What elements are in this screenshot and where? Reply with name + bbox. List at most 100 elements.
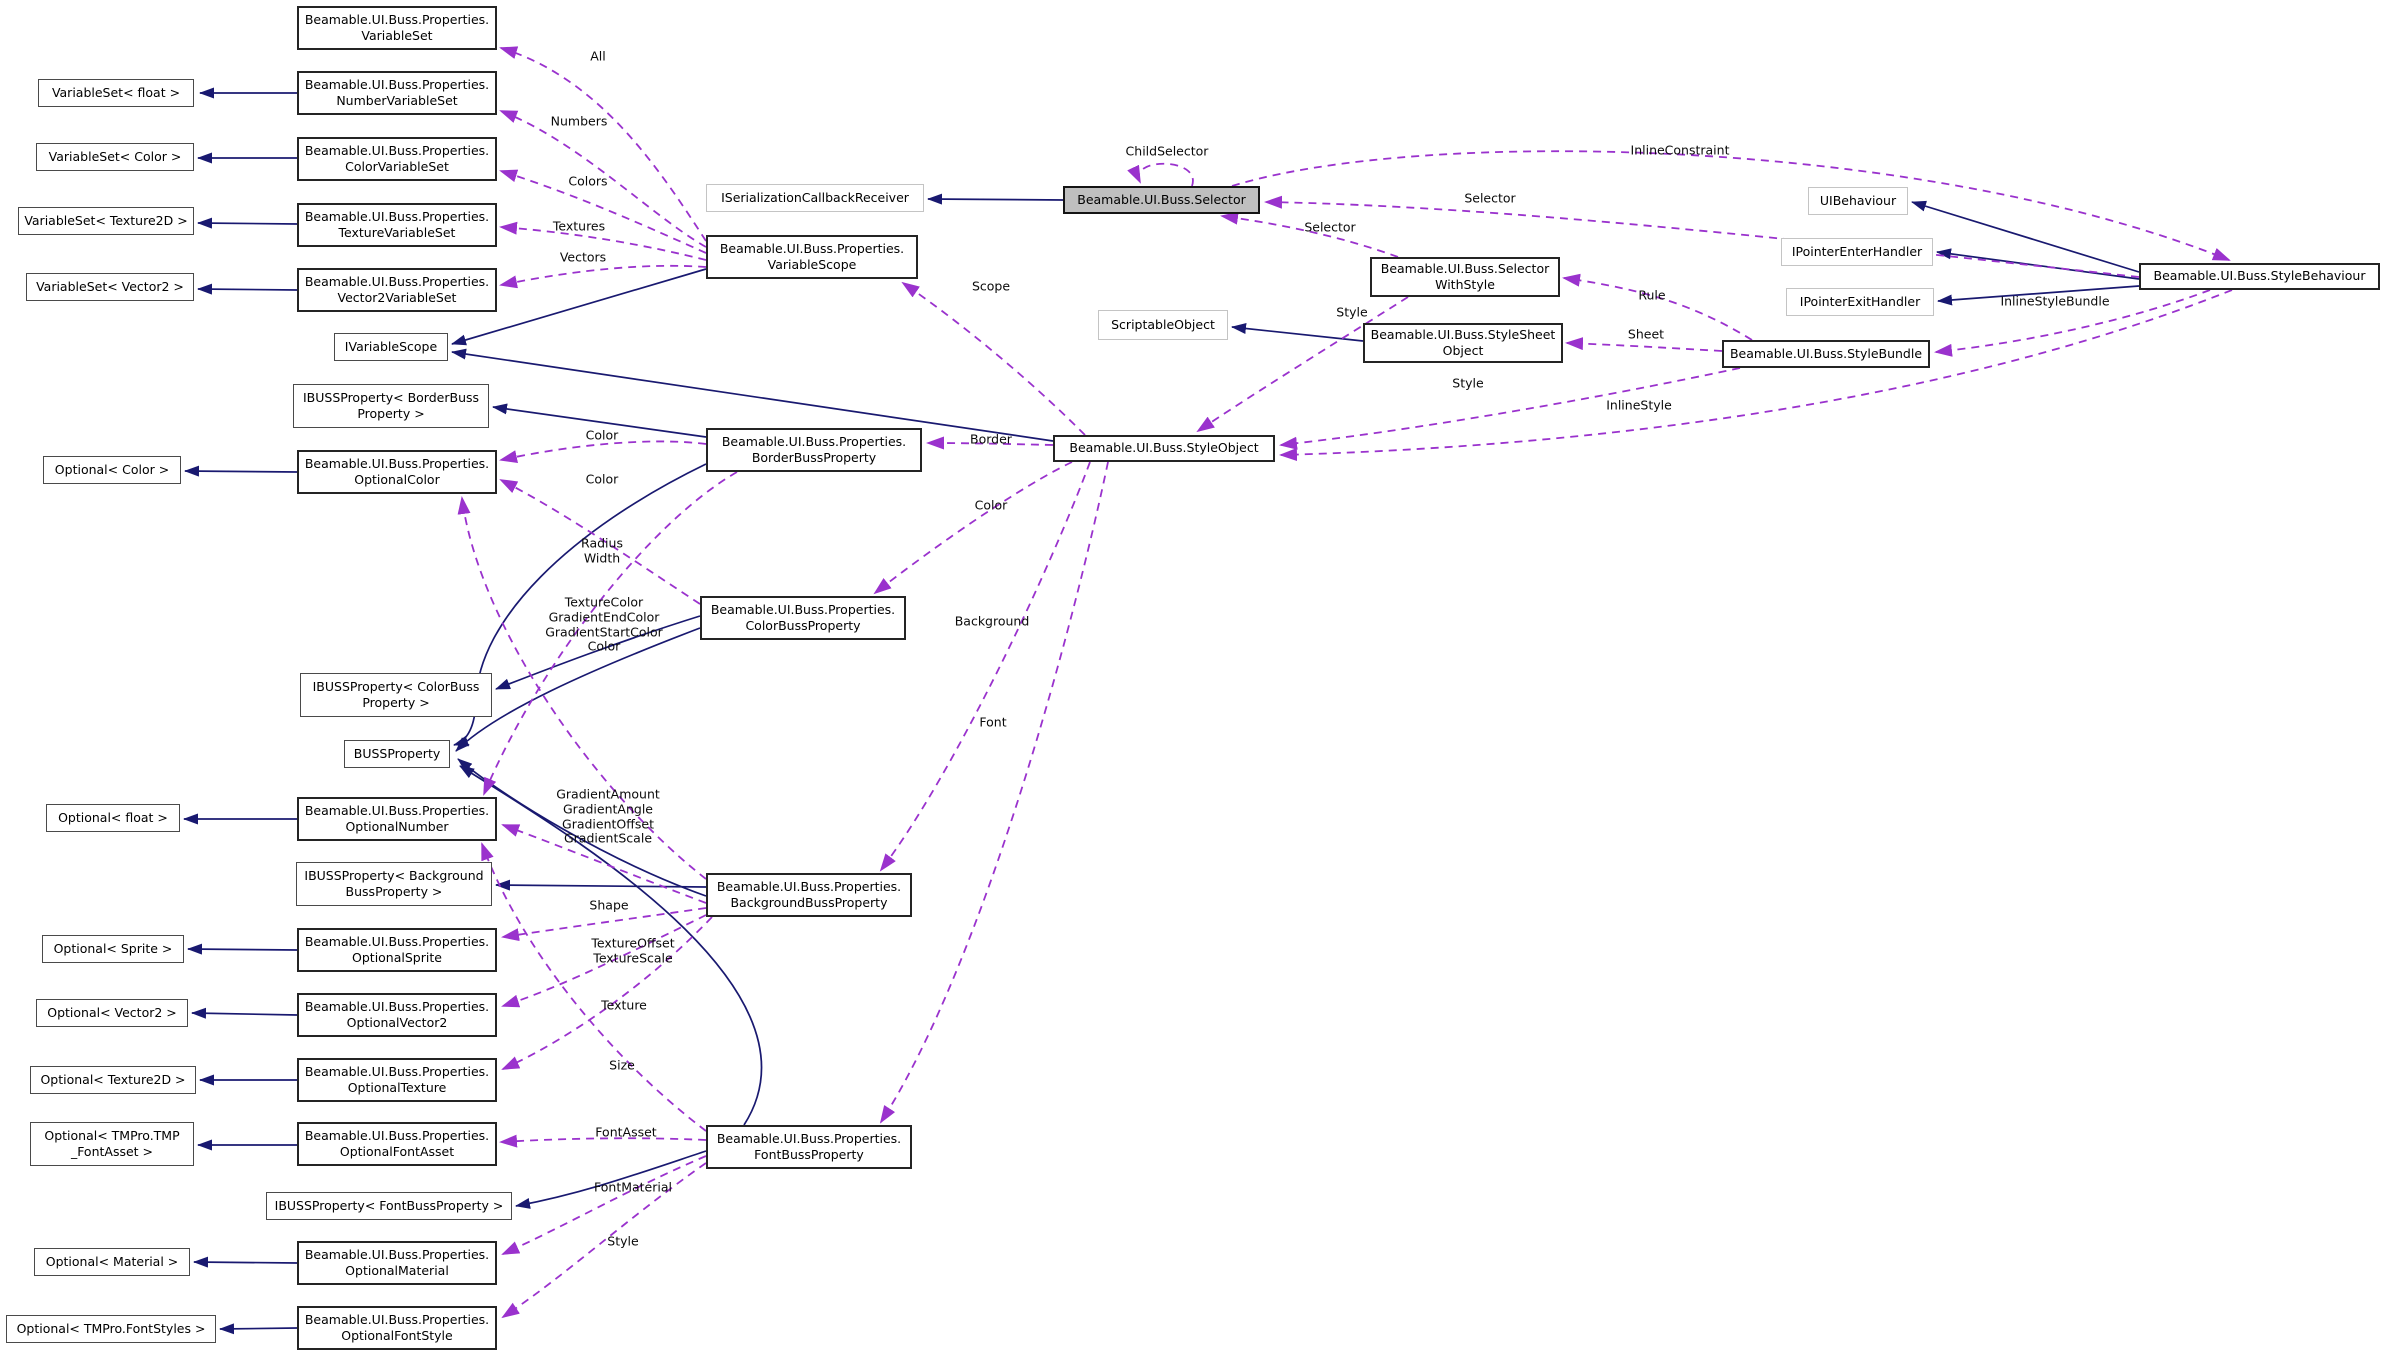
node-props-backgroundbussproperty[interactable]: Beamable.UI.Buss.Properties. BackgroundB…: [706, 873, 912, 917]
node-props-borderbussproperty[interactable]: Beamable.UI.Buss.Properties. BorderBussP…: [706, 428, 922, 472]
node-bussproperty[interactable]: BUSSProperty: [344, 740, 450, 768]
edge-texturevariableset-base: [197, 217, 298, 229]
edge-label-styleobject-font: Font: [979, 714, 1007, 730]
edge-background-texture: [501, 916, 713, 1070]
node-props-variablescope[interactable]: Beamable.UI.Buss.Properties. VariableSco…: [706, 235, 918, 279]
node-props-optionalsprite[interactable]: Beamable.UI.Buss.Properties. OptionalSpr…: [297, 928, 497, 972]
node-optional-color[interactable]: Optional< Color >: [43, 456, 181, 484]
edge-scope-vectors: [499, 264, 707, 289]
node-variableset-texture2d[interactable]: VariableSet< Texture2D >: [18, 207, 194, 235]
edge-font-size: [481, 842, 707, 1132]
node-ibussproperty-backgroundbussproperty[interactable]: IBUSSProperty< Background BussProperty >: [296, 862, 492, 906]
edge-background-textureoffset: [501, 914, 707, 1008]
edge-font-fontmaterial: [501, 1155, 707, 1255]
node-stylebundle[interactable]: Beamable.UI.Buss.StyleBundle: [1722, 340, 1930, 368]
node-props-optionalfontstyle[interactable]: Beamable.UI.Buss.Properties. OptionalFon…: [297, 1306, 497, 1350]
node-props-optionalnumber[interactable]: Beamable.UI.Buss.Properties. OptionalNum…: [297, 797, 497, 841]
edge-label-border-color: Color: [585, 427, 619, 443]
edge-styleobject-background: [879, 461, 1091, 872]
edge-color-bussproperty: [455, 627, 701, 752]
node-variableset-float[interactable]: VariableSet< float >: [38, 79, 194, 107]
node-props-texturevariableset[interactable]: Beamable.UI.Buss.Properties. TextureVari…: [297, 203, 497, 247]
node-optional-float[interactable]: Optional< float >: [46, 804, 180, 832]
node-optional-tmp-fontasset[interactable]: Optional< TMPro.TMP _FontAsset >: [30, 1122, 194, 1166]
node-ibussproperty-borderbussproperty[interactable]: IBUSSProperty< BorderBuss Property >: [293, 384, 489, 428]
node-ipointerexithandler: IPointerExitHandler: [1786, 288, 1934, 316]
node-props-colorvariableset[interactable]: Beamable.UI.Buss.Properties. ColorVariab…: [297, 137, 497, 181]
node-iserializationcallbackreceiver: ISerializationCallbackReceiver: [706, 184, 924, 212]
node-ibussproperty-fontbussproperty[interactable]: IBUSSProperty< FontBussProperty >: [266, 1192, 512, 1220]
node-optional-sprite[interactable]: Optional< Sprite >: [42, 935, 184, 963]
edge-border-ibussproperty: [492, 403, 707, 438]
node-optional-tmpro-fontstyles[interactable]: Optional< TMPro.FontStyles >: [6, 1315, 216, 1343]
edge-colorbuss-color: [499, 479, 701, 605]
node-props-optionalcolor[interactable]: Beamable.UI.Buss.Properties. OptionalCol…: [297, 450, 497, 494]
node-styleobject[interactable]: Beamable.UI.Buss.StyleObject: [1053, 435, 1275, 462]
edge-stylebehaviour-exithandler: [1937, 285, 2140, 306]
node-selectorwithstyle[interactable]: Beamable.UI.Buss.Selector WithStyle: [1370, 257, 1560, 297]
node-ivariablescope[interactable]: IVariableScope: [334, 333, 448, 361]
edge-label-stylebehaviour-inlinestyle: InlineStyle: [1606, 397, 1672, 413]
node-selector[interactable]: Beamable.UI.Buss.Selector: [1063, 186, 1260, 214]
node-stylesheetobject[interactable]: Beamable.UI.Buss.StyleSheet Object: [1363, 323, 1563, 363]
edge-font-fontasset: [499, 1134, 707, 1148]
edge-stylebehaviour-inlinestyle: [1279, 289, 2233, 462]
edge-label-selector-inlineconstraint: InlineConstraint: [1630, 142, 1730, 158]
node-props-optionalmaterial[interactable]: Beamable.UI.Buss.Properties. OptionalMat…: [297, 1241, 497, 1285]
node-ipointerenterhandler: IPointerEnterHandler: [1781, 238, 1933, 266]
node-optional-texture2d[interactable]: Optional< Texture2D >: [30, 1066, 196, 1094]
edge-label-stylebundle-style: Style: [1452, 375, 1484, 391]
edge-label-background-colors: TextureColor GradientEndColor GradientSt…: [545, 594, 663, 654]
node-variableset-vector2[interactable]: VariableSet< Vector2 >: [26, 273, 194, 301]
node-scriptableobject: ScriptableObject: [1098, 310, 1228, 340]
edge-stylebehaviour-inlinestylebundle: [1934, 289, 2211, 357]
node-props-optionalfontasset[interactable]: Beamable.UI.Buss.Properties. OptionalFon…: [297, 1122, 497, 1166]
node-props-vector2variableset[interactable]: Beamable.UI.Buss.Properties. Vector2Vari…: [297, 268, 497, 312]
edge-label-scope-numbers: Numbers: [550, 113, 608, 129]
edge-styleobject-border: [926, 436, 1054, 450]
node-optional-material[interactable]: Optional< Material >: [34, 1248, 190, 1276]
edge-font-style: [501, 1162, 707, 1319]
edge-selector-inlineconstraint: [1231, 150, 2231, 261]
edge-label-scope-vectors: Vectors: [559, 249, 607, 265]
node-optional-vector2[interactable]: Optional< Vector2 >: [36, 999, 188, 1027]
edge-label-font-style: Style: [607, 1233, 639, 1249]
edge-font-bussproperty: [459, 765, 763, 1126]
edge-label-stylebundle-rule: Rule: [1638, 287, 1666, 303]
edge-label-border-radius-width: Radius Width: [581, 535, 623, 565]
node-props-fontbussproperty[interactable]: Beamable.UI.Buss.Properties. FontBussPro…: [706, 1125, 912, 1169]
edge-selector-childselector: [1127, 162, 1194, 187]
edge-variablescope-ivariablescope: [451, 268, 707, 346]
node-props-optionaltexture[interactable]: Beamable.UI.Buss.Properties. OptionalTex…: [297, 1058, 497, 1102]
edge-label-selectorwithstyle-style: Style: [1336, 304, 1368, 320]
node-stylebehaviour[interactable]: Beamable.UI.Buss.StyleBehaviour: [2139, 263, 2380, 290]
edge-label-styleobject-border: Border: [970, 431, 1012, 447]
edge-scope-all: [499, 46, 707, 242]
edge-vector2variableset-base: [197, 283, 298, 295]
edge-background-ibussproperty: [495, 879, 707, 891]
node-ibussproperty-colorbussproperty[interactable]: IBUSSProperty< ColorBuss Property >: [300, 673, 492, 717]
edge-label-font-fontmaterial: FontMaterial: [594, 1179, 672, 1195]
edge-background-shape: [501, 907, 707, 942]
edge-styleobject-color: [873, 461, 1073, 595]
node-props-variableset[interactable]: Beamable.UI.Buss.Properties. VariableSet: [297, 6, 497, 50]
edge-color-ibussproperty: [495, 615, 701, 690]
edge-border-radius-width: [483, 471, 738, 796]
edge-stylesheet-scriptableobject: [1231, 323, 1364, 342]
edge-stylebundle-style: [1279, 367, 1741, 450]
edge-stylebehaviour-selector: [1264, 195, 2140, 278]
node-props-colorbussproperty[interactable]: Beamable.UI.Buss.Properties. ColorBussPr…: [700, 596, 906, 640]
edge-stylebundle-sheet: [1565, 337, 1723, 352]
edge-label-background-shape: Shape: [589, 897, 629, 913]
node-variableset-color[interactable]: VariableSet< Color >: [36, 143, 194, 171]
edge-background-bussproperty: [457, 758, 707, 897]
node-props-numbervariableset[interactable]: Beamable.UI.Buss.Properties. NumberVaria…: [297, 71, 497, 115]
edge-label-background-texture: Texture: [601, 997, 647, 1013]
edge-scope-colors: [499, 169, 707, 254]
edge-optionalfontstyle-base: [219, 1323, 298, 1335]
node-props-optionalvector2[interactable]: Beamable.UI.Buss.Properties. OptionalVec…: [297, 993, 497, 1037]
edge-label-colorbuss-color: Color: [585, 471, 619, 487]
edge-label-scope-colors: Colors: [568, 173, 608, 189]
edge-label-styleobject-background: Background: [954, 613, 1030, 629]
